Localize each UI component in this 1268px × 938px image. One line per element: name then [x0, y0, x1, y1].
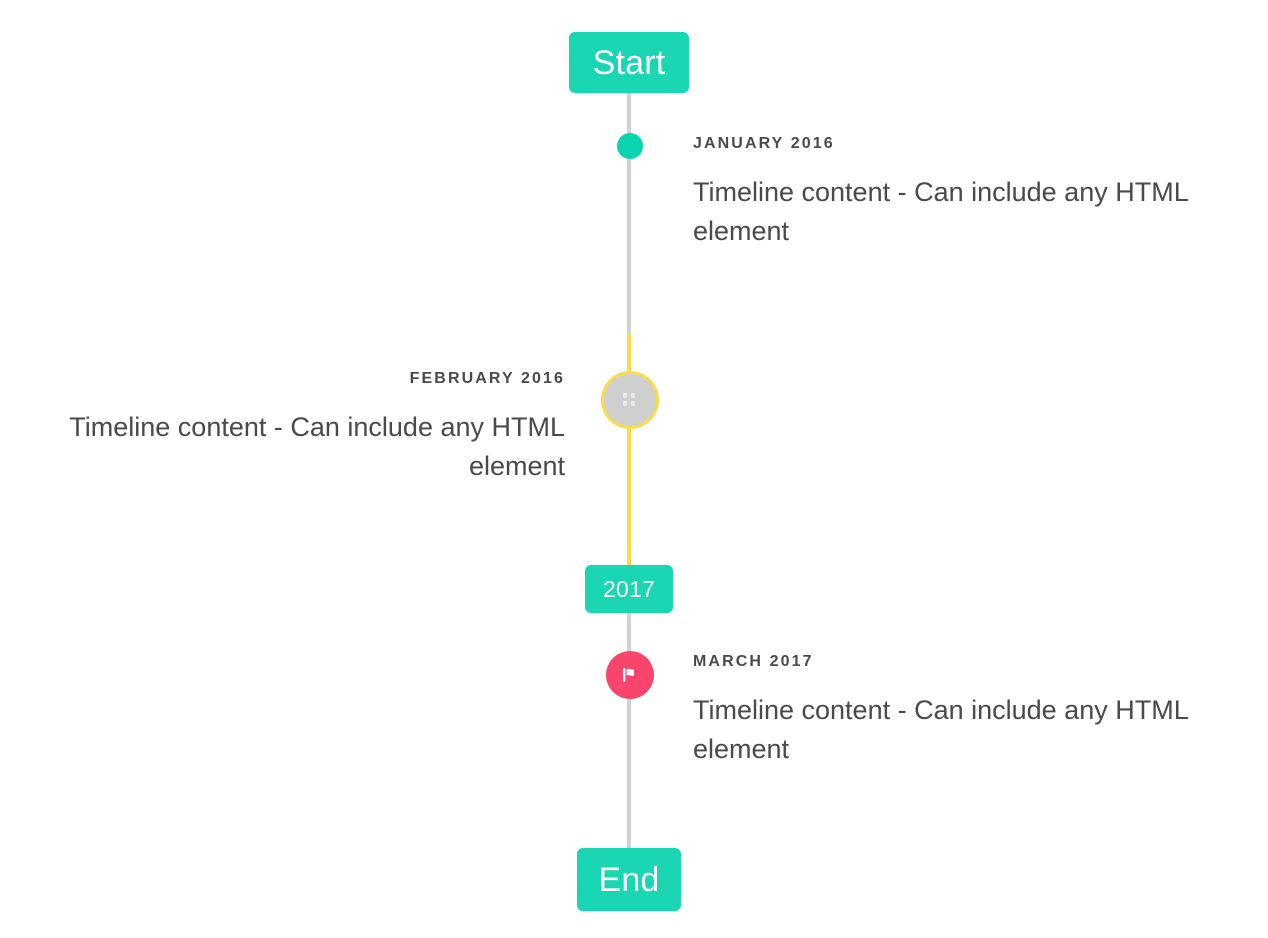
entry-body-february: Timeline content - Can include any HTML … — [69, 412, 565, 481]
entry-label-january: JANUARY 2016 — [693, 135, 835, 152]
timeline-line-segment-bottom — [627, 611, 631, 848]
entry-body-january: Timeline content - Can include any HTML … — [693, 177, 1188, 246]
flag-icon — [619, 664, 641, 686]
entry-label-february: FEBRUARY 2016 — [409, 370, 565, 387]
entry-label-march: MARCH 2017 — [693, 653, 814, 670]
broken-image-icon — [621, 391, 639, 409]
timeline-entry-march-2017: MARCH 2017 Timeline content - Can includ… — [693, 652, 1223, 768]
start-badge[interactable]: Start — [569, 32, 689, 93]
marker-circle-february[interactable] — [601, 371, 659, 429]
year-badge-2017[interactable]: 2017 — [585, 565, 673, 613]
end-badge[interactable]: End — [577, 848, 681, 911]
marker-dot-january[interactable] — [617, 133, 643, 159]
entry-body-march: Timeline content - Can include any HTML … — [693, 695, 1188, 764]
timeline-line-segment-top — [627, 93, 631, 333]
timeline-entry-january-2016: JANUARY 2016 Timeline content - Can incl… — [693, 134, 1223, 250]
timeline-line-segment-yellow — [627, 333, 631, 570]
marker-flag-march[interactable] — [606, 651, 654, 699]
timeline-entry-february-2016: FEBRUARY 2016 Timeline content - Can inc… — [20, 369, 565, 485]
